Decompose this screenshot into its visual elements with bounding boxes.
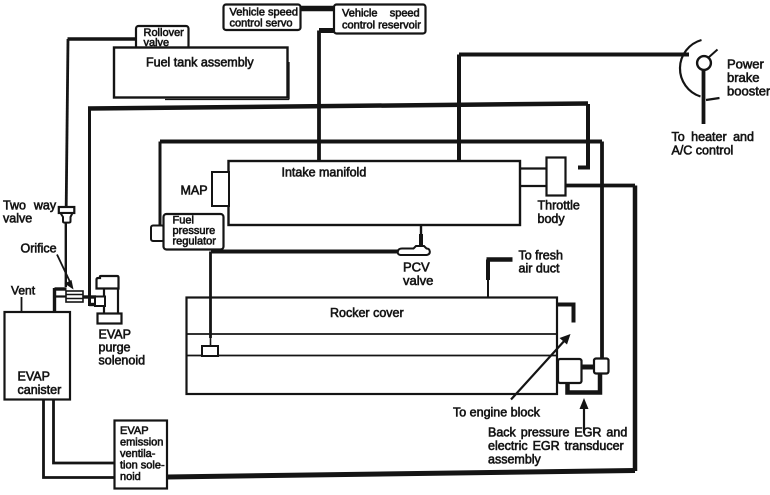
svg-text:Rollover: Rollover bbox=[144, 27, 185, 39]
svg-text:assembly: assembly bbox=[488, 453, 542, 467]
svg-text:MAP: MAP bbox=[181, 184, 208, 198]
svg-text:brake: brake bbox=[727, 70, 760, 85]
svg-text:Two way: Two way bbox=[3, 199, 57, 213]
svg-text:valve: valve bbox=[3, 212, 32, 226]
svg-text:pressure: pressure bbox=[173, 225, 216, 237]
svg-text:purge: purge bbox=[99, 341, 131, 355]
svg-text:solenoid: solenoid bbox=[99, 354, 146, 368]
svg-text:Intake manifold: Intake manifold bbox=[282, 166, 367, 180]
svg-text:control servo: control servo bbox=[230, 18, 293, 30]
svg-text:Rocker cover: Rocker cover bbox=[330, 306, 404, 320]
svg-text:Orifice: Orifice bbox=[21, 242, 57, 256]
svg-text:PCV: PCV bbox=[403, 260, 430, 275]
svg-text:To engine block: To engine block bbox=[453, 406, 541, 420]
svg-text:regulator: regulator bbox=[173, 236, 217, 248]
svg-text:Fuel: Fuel bbox=[173, 215, 194, 227]
svg-text:booster: booster bbox=[727, 84, 770, 99]
svg-text:valve: valve bbox=[144, 37, 170, 49]
svg-text:Throttle: Throttle bbox=[538, 199, 580, 213]
svg-text:Power: Power bbox=[727, 57, 765, 72]
svg-text:Fuel tank assembly: Fuel tank assembly bbox=[146, 56, 254, 70]
svg-text:valve: valve bbox=[403, 273, 433, 288]
svg-text:canister: canister bbox=[18, 383, 62, 397]
svg-text:EVAP: EVAP bbox=[99, 328, 131, 342]
svg-text:body: body bbox=[538, 212, 566, 226]
svg-text:To fresh: To fresh bbox=[519, 249, 564, 263]
svg-text:Vent: Vent bbox=[11, 284, 36, 298]
svg-text:Vehicle speed: Vehicle speed bbox=[342, 8, 420, 20]
svg-text:EVAP: EVAP bbox=[18, 370, 50, 384]
svg-text:Back pressure EGR and: Back pressure EGR and bbox=[488, 426, 627, 440]
svg-text:noid: noid bbox=[120, 471, 141, 483]
svg-text:emission: emission bbox=[120, 437, 163, 449]
svg-text:electric EGR transducer: electric EGR transducer bbox=[488, 439, 624, 453]
svg-text:ventila-: ventila- bbox=[120, 448, 156, 460]
svg-text:tion sole-: tion sole- bbox=[120, 460, 165, 472]
svg-text:To heater and: To heater and bbox=[672, 130, 754, 144]
svg-text:A/C control: A/C control bbox=[672, 144, 734, 158]
svg-text:air duct: air duct bbox=[519, 262, 561, 276]
svg-text:EVAP: EVAP bbox=[120, 425, 149, 437]
svg-text:control reservoir: control reservoir bbox=[342, 20, 421, 32]
svg-text:Vehicle speed: Vehicle speed bbox=[230, 7, 299, 19]
